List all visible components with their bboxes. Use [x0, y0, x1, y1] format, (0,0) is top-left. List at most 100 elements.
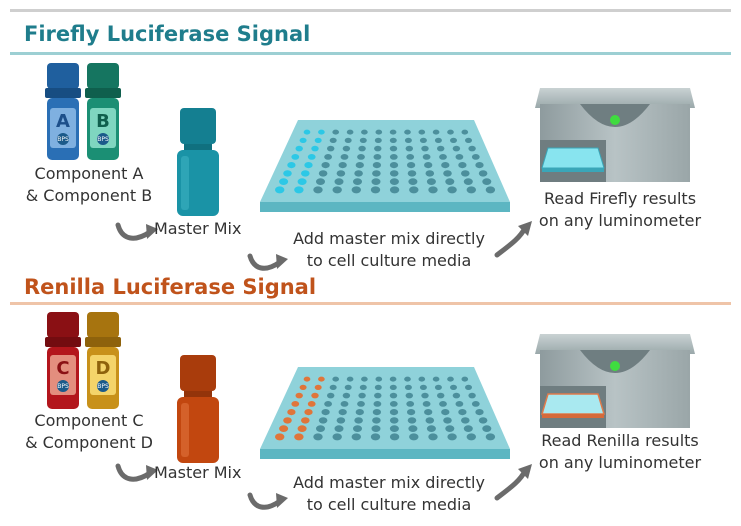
well — [332, 186, 342, 194]
well — [297, 425, 307, 432]
well — [327, 145, 335, 152]
well — [422, 401, 431, 407]
well — [485, 186, 496, 194]
well — [475, 162, 484, 169]
well — [455, 401, 464, 407]
well — [409, 186, 419, 194]
well — [458, 409, 467, 416]
well — [371, 178, 381, 186]
well — [279, 178, 289, 186]
indicator-light-icon — [610, 115, 620, 125]
well — [324, 401, 332, 407]
well — [275, 186, 285, 194]
well — [340, 154, 349, 160]
well — [432, 129, 440, 135]
renilla-title-underline — [10, 302, 731, 305]
renilla-read-step-label: Read Renilla results on any luminometer — [538, 431, 702, 472]
well — [443, 417, 452, 424]
well — [461, 376, 469, 382]
well — [353, 425, 362, 432]
well — [314, 384, 322, 390]
well — [301, 170, 310, 177]
well — [283, 417, 292, 424]
well — [354, 417, 363, 424]
well — [358, 145, 366, 152]
well — [370, 433, 381, 441]
well — [304, 409, 313, 416]
well — [424, 409, 433, 416]
well — [373, 154, 382, 160]
renilla-add-step-label: Add master mix directly to cell culture … — [293, 473, 485, 514]
well — [419, 384, 427, 390]
indicator-light-icon — [610, 361, 620, 371]
well — [425, 170, 435, 177]
well — [342, 145, 351, 152]
well — [405, 145, 413, 152]
bps-logo-icon — [97, 133, 109, 145]
well — [344, 137, 352, 143]
well — [389, 425, 399, 432]
tube-c-cap — [47, 312, 79, 338]
well — [408, 425, 418, 432]
well — [372, 162, 381, 169]
well — [355, 409, 364, 416]
well — [447, 376, 454, 382]
well — [407, 409, 416, 416]
arrow-icon — [115, 222, 153, 241]
plate-in-reader — [541, 147, 605, 169]
well — [482, 425, 492, 432]
well — [357, 154, 365, 160]
well — [351, 433, 361, 441]
firefly-tube-a: A BPS — [45, 63, 81, 160]
well — [441, 162, 450, 169]
well — [375, 376, 383, 382]
well — [466, 433, 476, 441]
firefly-well-plate — [260, 120, 510, 212]
svg-text:BPS: BPS — [97, 136, 109, 143]
firefly-add-step-label: Add master mix directly to cell culture … — [293, 229, 485, 270]
well — [372, 170, 381, 177]
tube-b-letter: B — [96, 111, 110, 132]
well — [389, 376, 397, 382]
well — [434, 384, 442, 390]
well — [463, 178, 473, 186]
well — [334, 425, 344, 432]
well — [287, 162, 296, 169]
well — [371, 425, 381, 432]
well — [318, 129, 325, 135]
well — [329, 384, 337, 390]
well — [452, 392, 461, 399]
well — [426, 425, 436, 432]
well — [294, 433, 304, 441]
well — [441, 409, 450, 416]
firefly-title-underline — [10, 52, 731, 55]
well — [421, 392, 429, 399]
arrow-icon — [115, 463, 153, 482]
tube-d-cap — [87, 312, 119, 338]
well — [332, 129, 340, 135]
well — [404, 384, 412, 390]
well — [294, 186, 304, 194]
well — [313, 186, 323, 194]
bps-logo-icon — [57, 380, 69, 392]
arrow-icon — [247, 253, 283, 271]
bps-logo-icon — [57, 133, 69, 145]
well — [329, 137, 337, 143]
plate-side — [260, 202, 510, 212]
firefly-master-mix-bottle — [177, 108, 219, 216]
well — [307, 401, 316, 407]
firefly-section-title: Firefly Luciferase Signal — [24, 22, 311, 46]
well — [389, 170, 399, 177]
well — [359, 137, 367, 143]
well — [418, 129, 426, 135]
well — [424, 162, 433, 169]
well — [447, 129, 454, 135]
svg-text:BPS: BPS — [57, 136, 69, 143]
well — [316, 178, 325, 186]
well — [374, 145, 382, 152]
well — [303, 376, 311, 382]
well — [461, 170, 470, 177]
plate-wells — [275, 376, 496, 441]
well — [354, 170, 363, 177]
